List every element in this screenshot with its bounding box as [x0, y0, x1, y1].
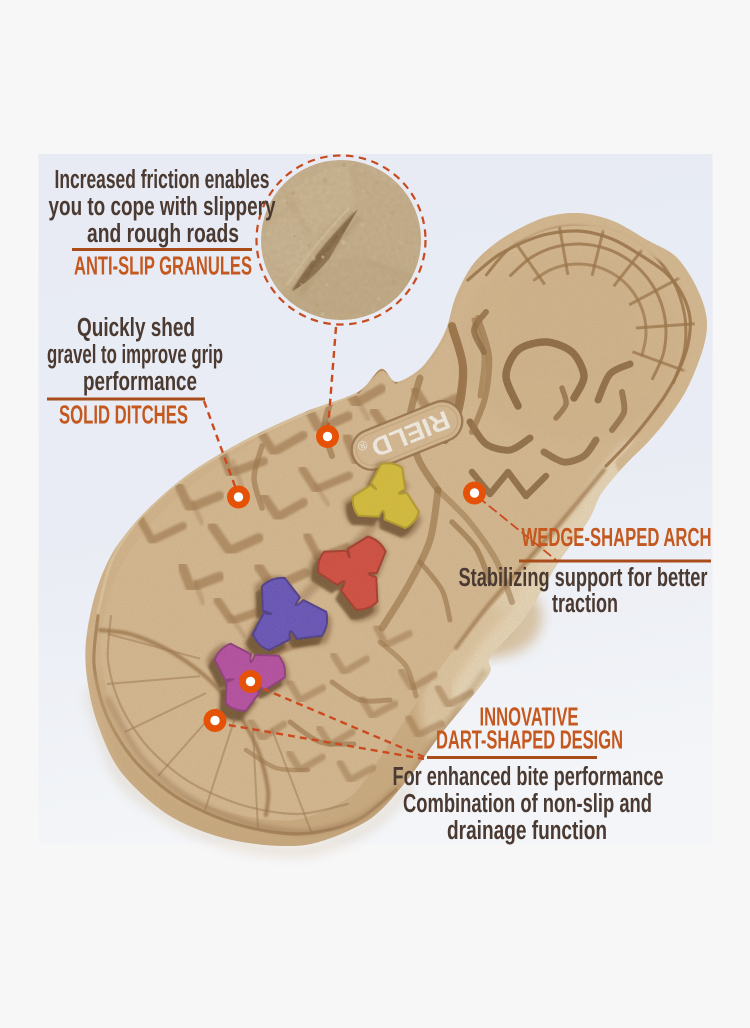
svg-text:SOLID DITCHES: SOLID DITCHES: [59, 400, 188, 430]
svg-text:WEDGE-SHAPED ARCH: WEDGE-SHAPED ARCH: [522, 522, 712, 552]
svg-text:Quickly shed: Quickly shed: [77, 314, 195, 342]
svg-text:and rough roads: and rough roads: [87, 220, 239, 248]
svg-text:Combination of non-slip and: Combination of non-slip and: [403, 790, 652, 818]
svg-text:drainage function: drainage function: [447, 817, 607, 845]
svg-text:ANTI-SLIP GRANULES: ANTI-SLIP GRANULES: [74, 251, 252, 281]
svg-text:you to cope with slippery: you to cope with slippery: [49, 193, 277, 221]
svg-text:DART-SHAPED DESIGN: DART-SHAPED DESIGN: [436, 725, 623, 755]
svg-text:traction: traction: [552, 590, 618, 618]
svg-text:performance: performance: [83, 368, 197, 396]
svg-text:For enhanced bite performance: For enhanced bite performance: [393, 763, 664, 791]
svg-text:Stabilizing support for better: Stabilizing support for better: [459, 564, 708, 592]
svg-text:INNOVATIVE: INNOVATIVE: [480, 702, 579, 732]
svg-text:gravel to improve grip: gravel to improve grip: [47, 341, 223, 369]
svg-text:Increased friction enables: Increased friction enables: [55, 166, 270, 194]
